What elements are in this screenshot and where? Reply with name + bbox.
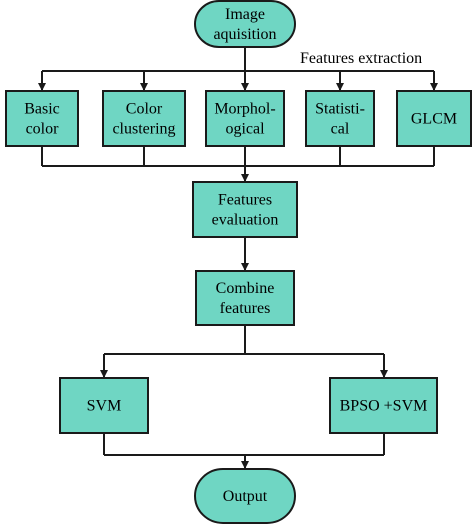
node-shape [59,377,149,434]
node-label-line: Combine [216,280,275,297]
node-basic-color: Basic color [5,90,79,147]
node-label-line: Morphol- [214,101,275,118]
features-extraction-label: Features extraction [300,50,422,67]
node-label-line: BPSO +SVM [340,398,428,415]
node-shape [195,270,295,326]
node-label-line: Image [225,6,265,23]
node-features-evaluation: Features evaluation [192,181,298,238]
node-shape [5,90,79,147]
node-shape [329,377,438,434]
node-morphological: Morphol-ogical [205,90,285,147]
node-label-line: features [220,300,271,317]
node-label-line: Statisti- [315,101,365,118]
node-shape [396,90,472,147]
node-output: Output [194,468,296,524]
node-label-line: Color [126,101,163,118]
node-label-line: Output [223,488,268,505]
node-label-line: clustering [112,121,175,138]
node-label-line: evaluation [212,212,279,229]
node-label-line: GLCM [411,111,457,128]
node-combine-features: Combine features [195,270,295,326]
node-shape [194,0,296,48]
node-shape [305,90,375,147]
node-label-line: cal [331,121,350,138]
node-glcm: GLCM [396,90,472,147]
node-label-line: Features [218,192,272,209]
node-color-clustering: Color clustering [102,90,186,147]
node-statistical: Statisti-cal [305,90,375,147]
node-label-line: SVM [87,398,122,415]
node-label-line: Basic [24,101,60,118]
node-label-line: aquisition [213,26,276,43]
node-bpso-svm: BPSO +SVM [329,377,438,434]
node-shape [194,468,296,524]
node-svm: SVM [59,377,149,434]
node-label-line: color [26,121,60,138]
connectors [38,48,438,469]
node-shape [192,181,298,238]
node-image-acquisition: Image aquisition [194,0,296,48]
node-label-line: ogical [225,121,265,138]
node-shape [102,90,186,147]
node-shape [205,90,285,147]
